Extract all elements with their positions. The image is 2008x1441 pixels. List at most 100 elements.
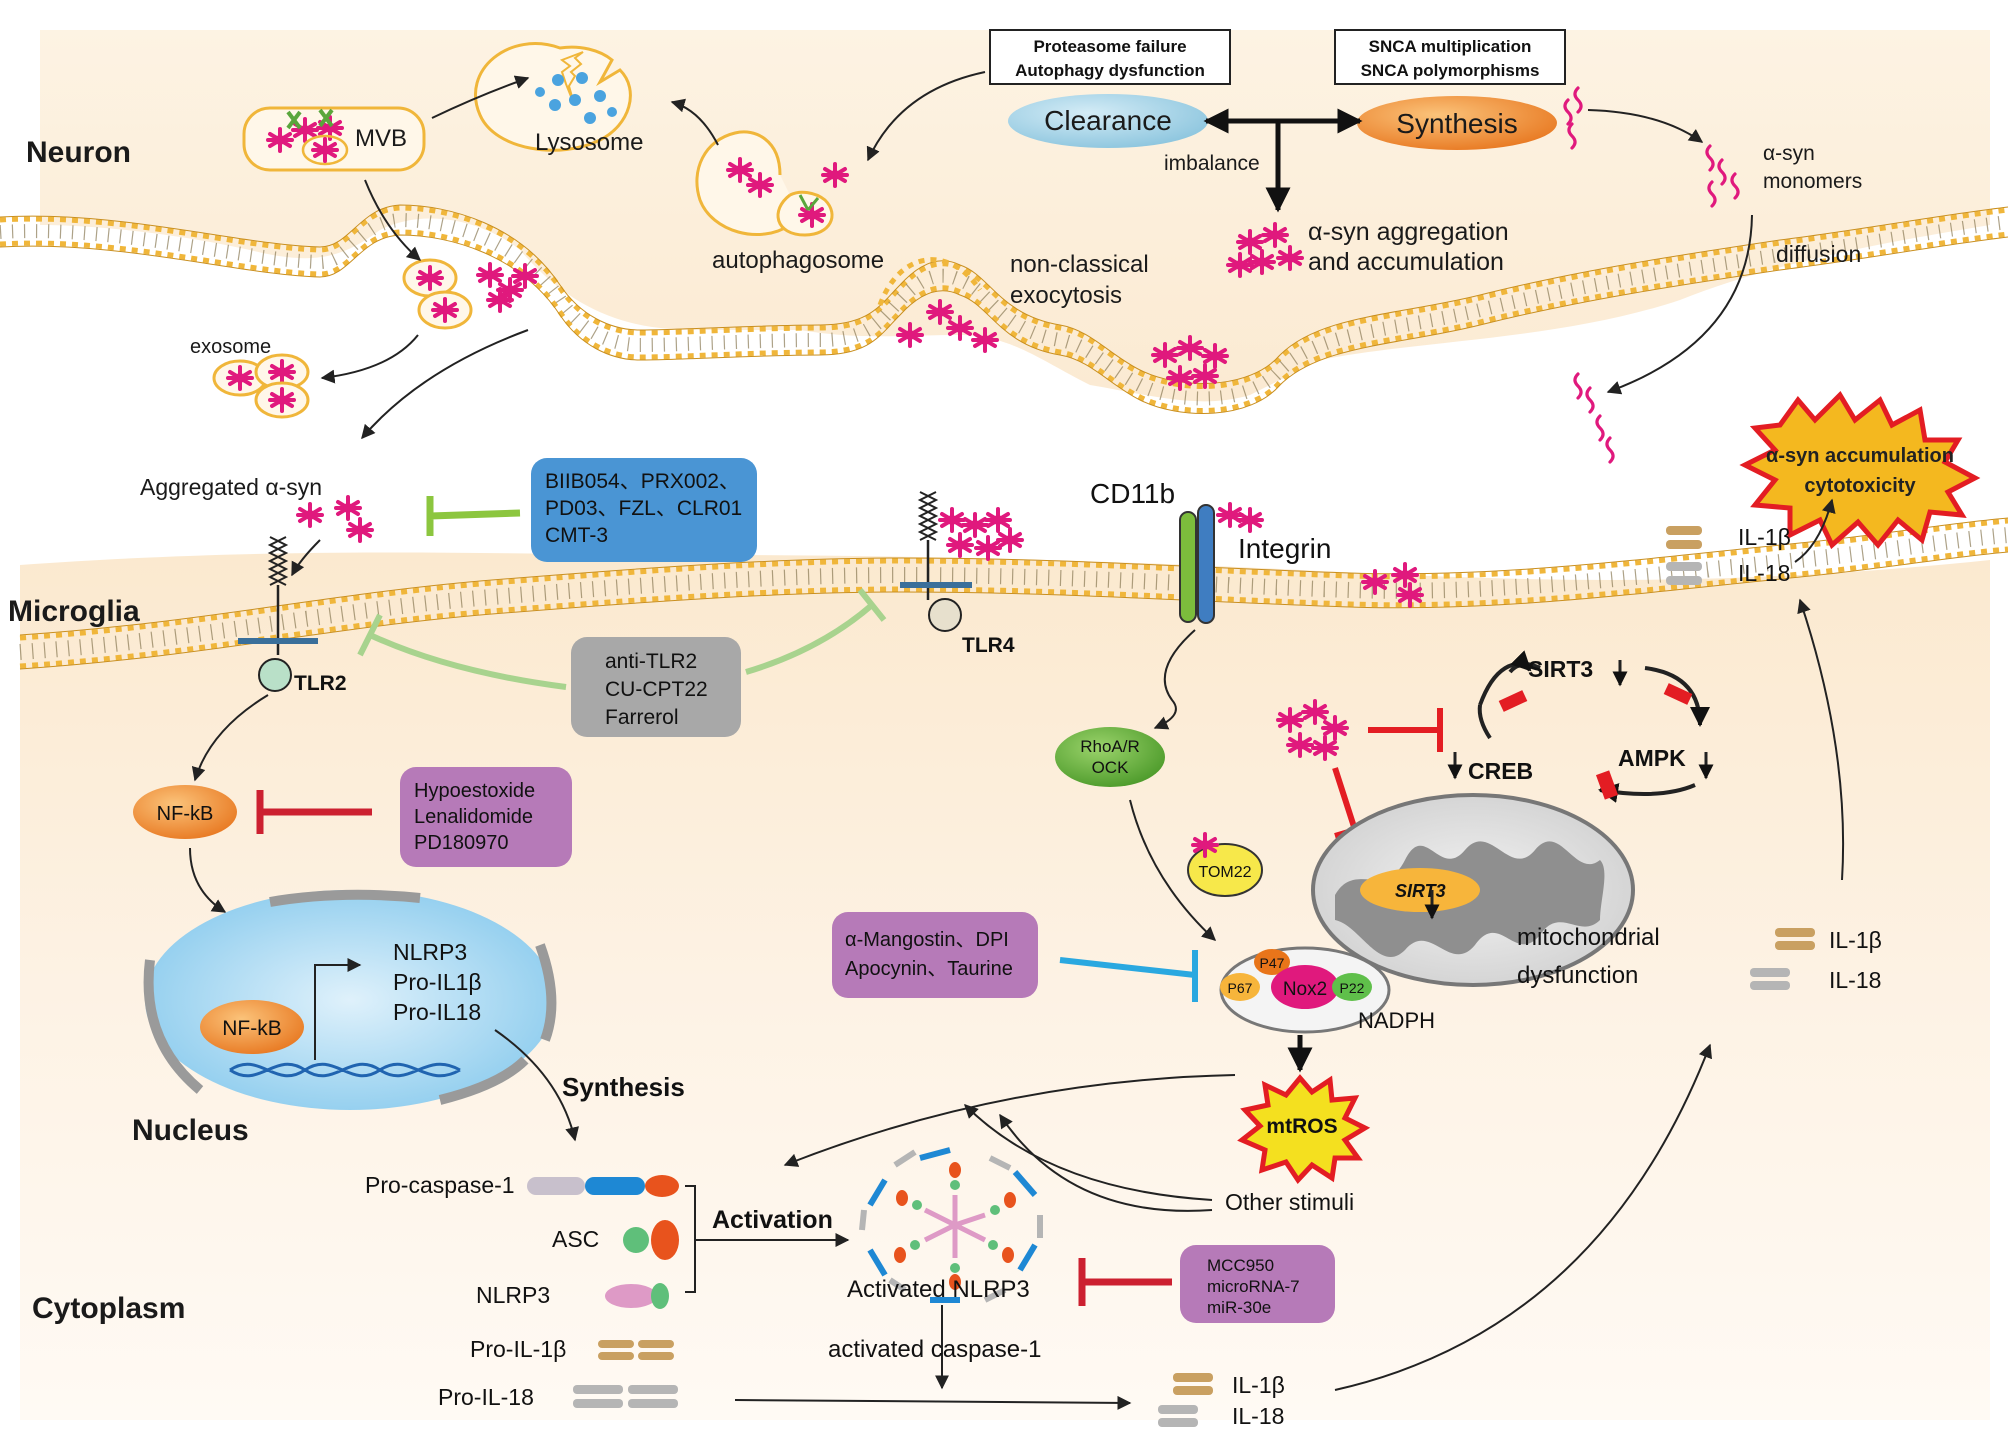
asc: ASC (552, 1220, 679, 1260)
rhoa-line-2: OCK (1092, 758, 1130, 777)
nfkb-node: NF-kB (133, 785, 237, 839)
nox-inhibitor-line-2: Apocynin、Taurine (845, 958, 1013, 980)
mtros-label: mtROS (1266, 1115, 1337, 1138)
failure-box: Proteasome failure Autophagy dysfunction (989, 29, 1231, 85)
il-to-mid-arrow (1334, 1043, 1712, 1391)
tlr2-to-nfkb-arrow (191, 694, 269, 782)
cytokines-top: IL-1β IL-18 (1666, 524, 1791, 586)
mito-line-2: dysfunction (1517, 962, 1638, 989)
aggregation-cluster: α-syn aggregation and accumulation (1226, 218, 1509, 278)
snca-box: SNCA multiplication SNCA polymorphisms (1334, 29, 1566, 85)
pro-caspase-1: Pro-caspase-1 (365, 1172, 679, 1198)
asyn-to-cycle-inhibit (1368, 708, 1443, 752)
autophagosome-label: autophagosome (712, 247, 884, 274)
tlr2-label: TLR2 (294, 672, 347, 695)
ampk-label: AMPK (1618, 745, 1686, 771)
tom22: TOM22 (1187, 832, 1263, 897)
activated-nlrp3-label: Activated NLRP3 (847, 1276, 1030, 1303)
rhoa-line-1: RhoA/R (1080, 737, 1140, 756)
failure-line-2: Autophagy dysfunction (1015, 61, 1205, 80)
aggregated-asyn-label: Aggregated α-syn (140, 474, 322, 500)
nucleus: NF-kB NLRP3 Pro-IL1β Pro-IL18 (143, 889, 557, 1110)
mito-line-1: mitochondrial (1517, 924, 1660, 951)
activated-caspase-label: activated caspase-1 (828, 1336, 1041, 1363)
pro-il18-to-il-arrow (734, 1395, 1132, 1410)
nox-inhibitor-line-1: α-Mangostin、DPI (845, 929, 1009, 951)
aggregation-line-2: and accumulation (1308, 248, 1504, 276)
mvb-label: MVB (355, 125, 407, 152)
sirt3-mito-label: SIRT3 (1395, 881, 1446, 901)
sirt3-cycle: SIRT3 AMPK CREB (1447, 650, 1714, 803)
nadph-label: NADPH (1358, 1008, 1435, 1033)
budding-vesicles (402, 258, 539, 330)
nlrp3-inhibitor-line-1: MCC950 (1207, 1256, 1274, 1275)
pro-il1b-label: Pro-IL-1β (470, 1336, 566, 1362)
nfkb-inhibitor-line-3: PD180970 (414, 832, 509, 854)
activated-nlrp3-complex: Activated NLRP3 (847, 1147, 1043, 1303)
failure-line-1: Proteasome failure (1033, 37, 1186, 56)
p67-label: P67 (1228, 980, 1253, 996)
tlr-inhibitor-box: anti-TLR2 CU-CPT22 Farrerol (571, 637, 741, 737)
nlrp3-inhibit-line (1078, 1258, 1172, 1306)
nucleus-nfkb-label: NF-kB (222, 1017, 282, 1040)
cd11b-label: CD11b (1090, 478, 1175, 509)
neuron-membrane (0, 204, 2008, 414)
accumulation-line-1: α-syn accumulation (1766, 445, 1954, 467)
pro-caspase-label: Pro-caspase-1 (365, 1172, 515, 1198)
lysosome: Lysosome (473, 42, 644, 156)
mtros-to-nlrp3-arrow (783, 1074, 1236, 1167)
tlr-inhibitor-line-1: anti-TLR2 (605, 650, 697, 673)
antibody-inhibit-line (426, 496, 521, 536)
activation-label: Activation (712, 1206, 833, 1234)
il18-top-label: IL-18 (1738, 560, 1790, 586)
p47-label: P47 (1260, 955, 1285, 971)
clearance-label: Clearance (1044, 105, 1172, 136)
nfkb-inhibitor-line-1: Hypoestoxide (414, 780, 535, 802)
pro-il1b: Pro-IL-1β (470, 1336, 674, 1362)
nlrp3-inhibitor-box: MCC950 microRNA-7 miR-30e (1180, 1245, 1335, 1323)
mid-to-top-arrow (1797, 598, 1845, 881)
exocytosis-label: exocytosis (1010, 282, 1122, 309)
nlrp3-inhibitor-line-2: microRNA-7 (1207, 1277, 1300, 1296)
nox-inhibit-line (1059, 950, 1198, 1002)
synthesis-label: Synthesis (1396, 108, 1517, 139)
gene-nlrp3: NLRP3 (393, 939, 467, 965)
exosome-label: exosome (190, 336, 271, 358)
nlrp3-component: NLRP3 (476, 1282, 669, 1309)
creb-label: CREB (1468, 758, 1533, 784)
il18-bottom-label: IL-18 (1232, 1403, 1284, 1429)
mvb: MVB (242, 106, 426, 172)
rhoa-to-nox-arrow (1129, 799, 1217, 941)
il1b-mid-label: IL-1β (1829, 927, 1882, 953)
nfkb-label: NF-kB (157, 803, 214, 825)
tlr2-inhibit-line (357, 613, 567, 690)
accumulation-line-2: cytotoxicity (1804, 475, 1916, 497)
nox2-label: Nox2 (1283, 979, 1327, 1000)
synthesis-label-microglia: Synthesis (562, 1072, 685, 1102)
sirt3-cycle-label: SIRT3 (1528, 656, 1593, 682)
cytokines-mid: IL-1β IL-18 (1750, 927, 1882, 993)
snca-line-1: SNCA multiplication (1369, 37, 1532, 56)
monomers-line-1: α-syn (1763, 142, 1815, 165)
exocytosis-vesicle: non-classical exocytosis (896, 251, 1149, 353)
nox-inhibitor-box: α-Mangostin、DPI Apocynin、Taurine (832, 912, 1038, 998)
tlr2-receptor: TLR2 (238, 536, 347, 695)
region-label-nucleus: Nucleus (132, 1114, 249, 1147)
nfkb-inhibitor-line-2: Lenalidomide (414, 806, 533, 828)
snca-line-2: SNCA polymorphisms (1361, 61, 1540, 80)
region-label-cytoplasm: Cytoplasm (32, 1292, 185, 1325)
il18-mid-label: IL-18 (1829, 967, 1881, 993)
components-bracket (685, 1185, 700, 1293)
asc-label: ASC (552, 1226, 599, 1252)
tom22-label: TOM22 (1198, 864, 1251, 881)
nlrp3-inhibitor-line-3: miR-30e (1207, 1298, 1271, 1317)
tlr4-label: TLR4 (962, 634, 1015, 657)
mitochondrion: SIRT3 mitochondrial dysfunction (1311, 793, 1660, 989)
synthesis-arrow (494, 1029, 579, 1142)
il1b-top-label: IL-1β (1738, 524, 1791, 550)
nfkb-inhibitor-box: Hypoestoxide Lenalidomide PD180970 (400, 767, 572, 867)
monomers-line-2: monomers (1763, 170, 1862, 193)
region-label-microglia: Microglia (8, 595, 140, 628)
antibody-line-1: BIIB054、PRX002、 (545, 470, 740, 493)
other-stimuli-arrow-2 (999, 1113, 1213, 1212)
